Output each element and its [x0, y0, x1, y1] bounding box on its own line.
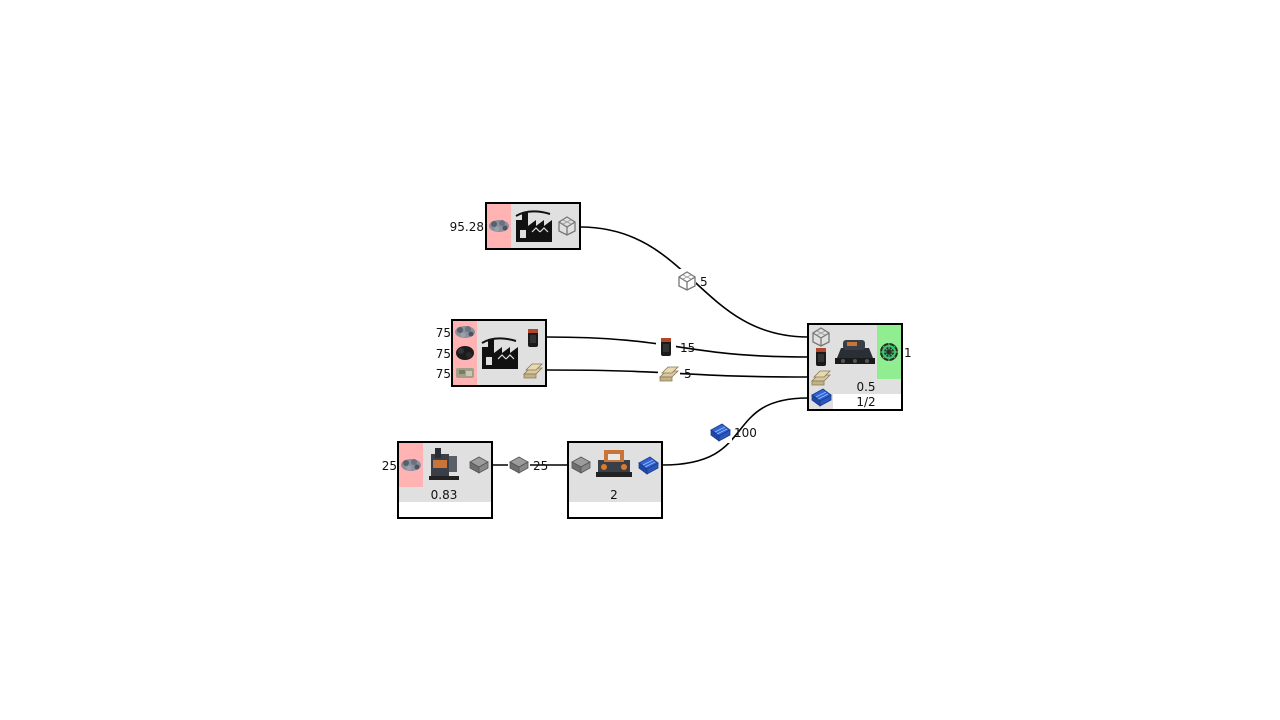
edge-crate[interactable]	[661, 397, 809, 466]
edge-ingot-value: 5	[684, 367, 692, 381]
edge-cube-value: 5	[700, 275, 708, 289]
node-ore-source[interactable]: 95.28	[450, 202, 581, 250]
ore-icon	[401, 459, 421, 471]
input-rate-bauxite: 75	[436, 367, 451, 381]
input-rate: 25	[382, 459, 397, 473]
machine-rate: 0.83	[431, 488, 458, 502]
node-final-assembler[interactable]: 1 0.5 1/2	[807, 323, 912, 411]
edge-plate-value: 25	[533, 459, 548, 473]
ore-icon	[489, 220, 509, 232]
bauxite-icon	[456, 368, 474, 378]
node-material-source[interactable]: 75 75 75	[436, 319, 547, 387]
edge-label-ingot: 5	[658, 363, 692, 383]
node-assembler[interactable]: 2	[567, 441, 663, 519]
capsule-icon	[528, 329, 538, 347]
machine-rate: 2	[610, 488, 618, 502]
input-rate-dark-ore: 75	[436, 347, 451, 361]
output-rate: 1	[904, 346, 912, 360]
capsule-icon	[661, 338, 671, 356]
edge-label-plate: 25	[508, 455, 548, 475]
edge-capsule[interactable]	[545, 336, 809, 358]
ore-icon	[455, 326, 475, 338]
green-gear-icon	[879, 342, 899, 362]
edge-capsule-value: 15	[680, 341, 695, 355]
input-rate: 95.28	[450, 220, 484, 234]
machine-rate: 0.5	[856, 380, 875, 394]
dark-ore-icon	[456, 346, 474, 360]
edge-crate-value: 100	[734, 426, 757, 440]
node-smelter[interactable]: 25 0.83	[382, 441, 493, 519]
edge-label-cube: 5	[676, 269, 708, 291]
edge-label-capsule: 15	[656, 336, 695, 358]
machine-ratio: 1/2	[856, 395, 875, 409]
edge-label-crate: 100	[708, 421, 757, 443]
capsule-icon	[816, 348, 826, 366]
input-rate-ore: 75	[436, 326, 451, 340]
